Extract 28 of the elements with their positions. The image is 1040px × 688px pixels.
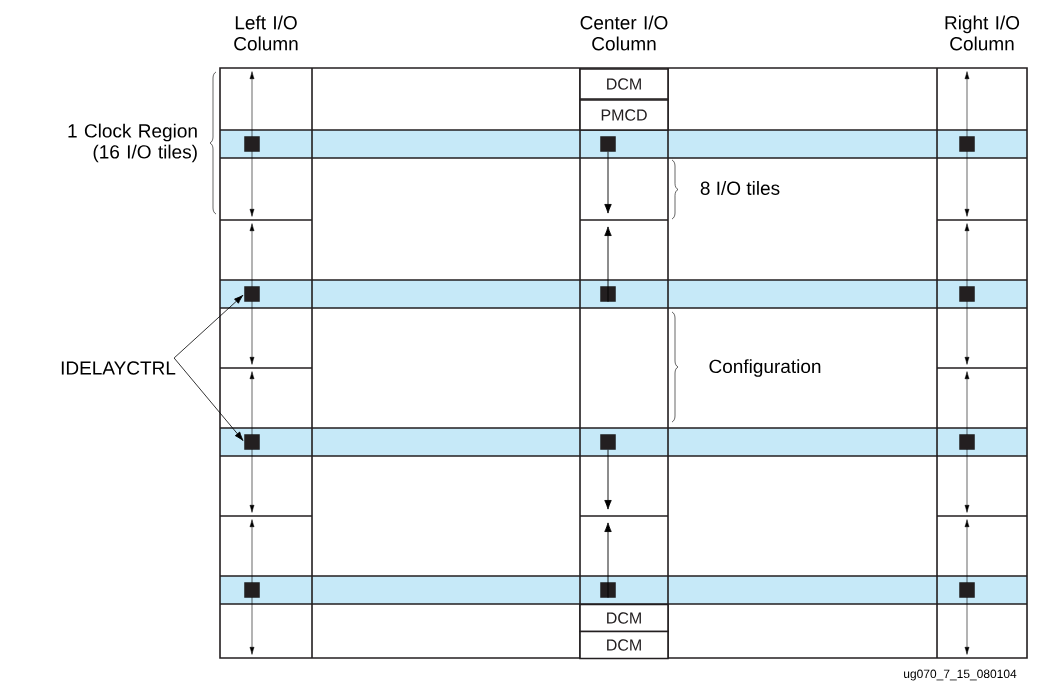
idelayctrl-block — [600, 136, 616, 152]
arrow — [604, 449, 612, 510]
idelayctrl-block — [959, 582, 975, 598]
arrow — [604, 226, 612, 303]
idelayctrl-block — [959, 136, 975, 152]
idelayctrl-block — [959, 434, 975, 450]
leader-line — [173, 294, 244, 359]
brace-label: Configuration — [709, 359, 821, 377]
component-box: DCM — [579, 630, 669, 660]
figure-id: ug070_7_15_080104 — [904, 669, 1017, 681]
idelayctrl-block — [600, 434, 616, 450]
column-heading: Left I/O Column — [234, 15, 298, 51]
component-box: PMCD — [579, 99, 669, 131]
idelayctrl-block — [244, 286, 260, 302]
idelayctrl-block — [244, 434, 260, 450]
brace-label: 1 Clock Region (16 I/O tiles) — [68, 123, 197, 163]
component-box: DCM — [579, 603, 669, 633]
column-heading: Center I/O Column — [580, 15, 668, 51]
callout-text: IDELAYCTRL — [61, 361, 176, 375]
column-heading: Right I/O Column — [945, 15, 1020, 51]
idelayctrl-block — [244, 136, 260, 152]
idelayctrl-block — [244, 582, 260, 598]
idelayctrl-block — [959, 286, 975, 302]
arrow — [604, 522, 612, 599]
brace-label: 8 I/O tiles — [700, 181, 780, 195]
leader-line — [173, 357, 244, 441]
component-box: DCM — [579, 68, 669, 100]
arrow — [604, 151, 612, 214]
